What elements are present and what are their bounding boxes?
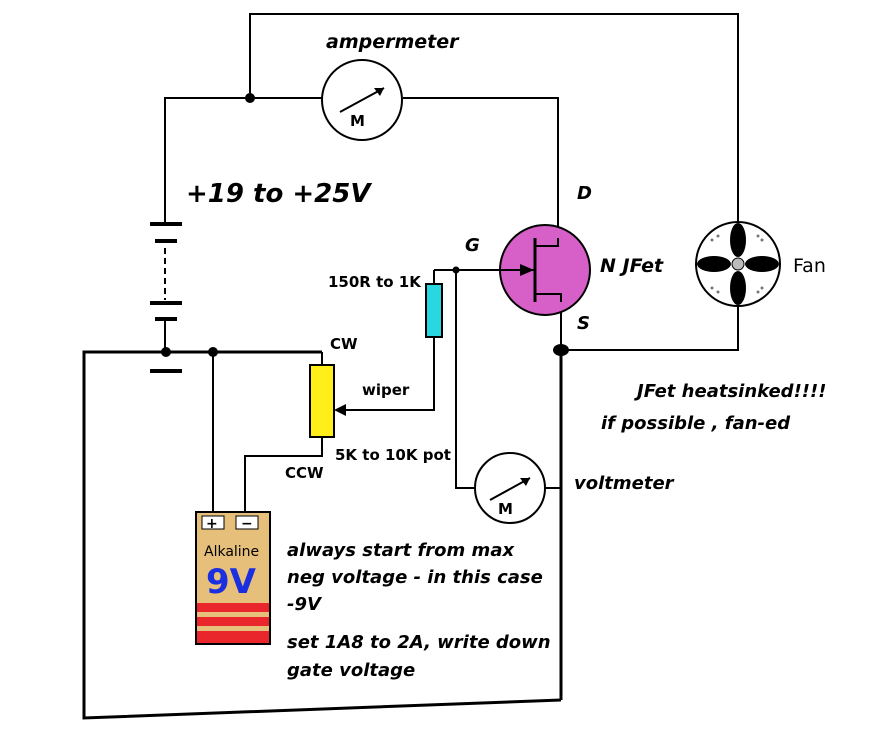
battery-brand: Alkaline — [204, 544, 259, 560]
ammeter: M — [321, 59, 403, 141]
label-wiper: wiper — [362, 381, 410, 399]
note-instr-1: always start from max — [287, 540, 515, 561]
jfet — [499, 224, 591, 316]
label-source: S — [577, 313, 590, 334]
note-instr-3: -9V — [287, 594, 323, 615]
label-jfet: N JFet — [600, 255, 664, 277]
wire-supply-top — [164, 97, 322, 222]
node-ground-left — [161, 347, 171, 357]
voltmeter: M — [474, 452, 546, 524]
fan — [695, 221, 781, 307]
wire-gate-voltmeter — [455, 270, 475, 489]
note-heatsink-1: JFet heatsinked!!!! — [634, 381, 826, 402]
node-source — [553, 344, 569, 356]
wire-ground-loop — [82, 350, 562, 720]
label-supply: +19 to +25V — [186, 179, 372, 209]
wire-fan-source — [561, 306, 739, 351]
label-gate-resistor: 150R to 1K — [328, 273, 422, 291]
note-heatsink-2: if possible , fan-ed — [601, 413, 791, 434]
battery-9v: + − Alkaline 9V — [195, 511, 271, 645]
wire-resistor-wiper — [340, 337, 435, 411]
gate-resistor — [425, 283, 443, 338]
label-pot-value: 5K to 10K pot — [335, 446, 451, 464]
label-fan: Fan — [793, 255, 826, 277]
ammeter-letter: M — [350, 112, 365, 130]
label-voltmeter: voltmeter — [574, 473, 675, 494]
battery-minus: − — [241, 516, 253, 532]
note-instr-2: neg voltage - in this case — [287, 567, 543, 588]
voltmeter-letter: M — [498, 500, 513, 518]
junction-dots — [161, 93, 569, 357]
note-instr-5: gate voltage — [287, 660, 415, 681]
label-gate: G — [465, 235, 480, 256]
wire-top-fan-loop — [249, 13, 739, 222]
label-ampermeter: ampermeter — [326, 31, 460, 53]
label-drain: D — [577, 183, 592, 204]
ground-rail — [82, 350, 563, 720]
wire-pot-ccw — [244, 436, 323, 512]
label-cw: CW — [330, 335, 358, 353]
node-gate — [452, 266, 460, 274]
battery-voltage: 9V — [206, 562, 257, 602]
node-top — [245, 93, 255, 103]
label-ccw: CCW — [285, 464, 324, 482]
wire-ammeter-drain — [403, 97, 559, 238]
supply-symbol — [150, 222, 182, 373]
battery-plus: + — [206, 516, 218, 532]
note-instr-4: set 1A8 to 2A, write down — [287, 632, 551, 653]
potentiometer — [309, 364, 346, 438]
node-ground-plus — [208, 347, 218, 357]
